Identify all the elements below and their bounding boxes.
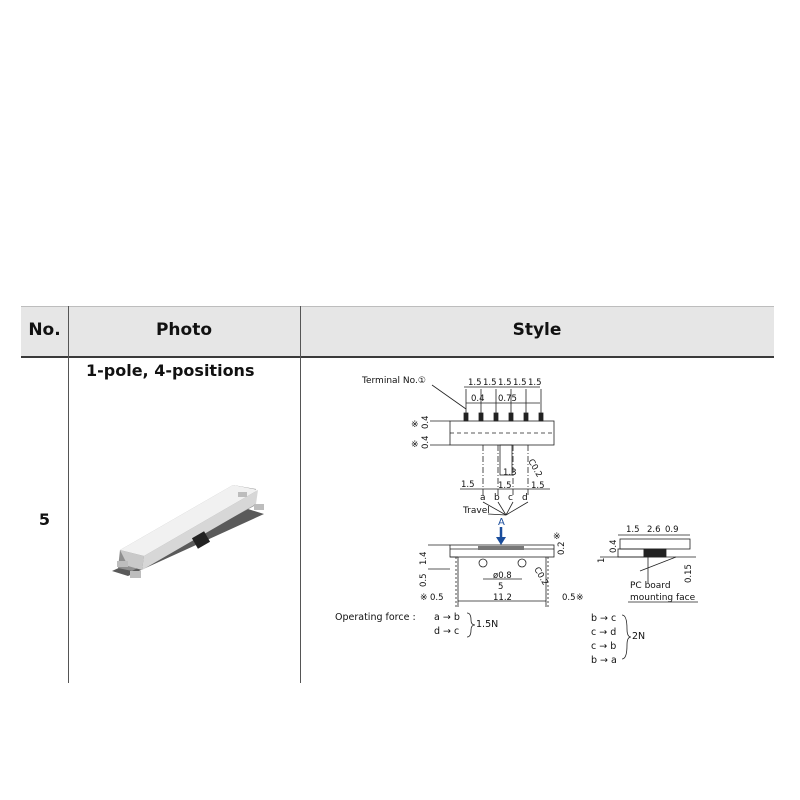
pos-d: d — [522, 493, 528, 503]
dim-1-5-mid: 1.5 — [498, 481, 512, 491]
dim-0-2: 0.2 — [557, 541, 567, 555]
side-view: 1.5 2.6 0.9 0.4 1 0.15 PC board mounting… — [597, 525, 698, 603]
side-dim-1: 1.5 — [626, 525, 640, 535]
note-mark-1: ※ — [411, 420, 419, 430]
dim-11-2: 11.2 — [493, 593, 512, 603]
force-c-d: c → d — [591, 627, 616, 638]
dim-1-5-left: 1.5 — [461, 480, 475, 490]
side-dim-3: 0.9 — [665, 525, 679, 535]
dim-1-4: 1.4 — [419, 551, 429, 565]
force-b-a: b → a — [591, 655, 617, 666]
dim-1-3: 1.3 — [503, 468, 517, 478]
dim-phi-0-8: ø0.8 — [493, 571, 512, 581]
note-mark-5: ※ — [576, 593, 584, 603]
pitch-dim-5: 1.5 — [528, 378, 542, 388]
front-view: A 1.4 0.5 0.2 ※ ø0.8 C0.2 5 11.2 ※ 0.5 0… — [419, 517, 584, 607]
force-label: Operating force : — [335, 612, 416, 623]
dim-0-4-a: 0.4 — [421, 415, 431, 429]
top-view: Terminal No.① 1.5 1.5 1.5 1.5 1.5 0.4 0.… — [361, 376, 555, 516]
note-mark-3: ※ — [553, 532, 561, 542]
column-divider-no — [68, 306, 69, 683]
force-c-b: c → b — [591, 641, 616, 652]
dim-1-5-right: 1.5 — [531, 481, 545, 491]
dim-0-5-left: 0.5 — [430, 593, 444, 603]
force-b-c: b → c — [591, 613, 616, 624]
force-a-b: a → b — [434, 612, 460, 623]
pitch-dim-3: 1.5 — [498, 378, 512, 388]
side-dim-1-vert: 1 — [597, 558, 607, 563]
pitch-dim-4: 1.5 — [513, 378, 527, 388]
force-value-1: 1.5N — [476, 619, 498, 630]
dim-0-75: 0.75 — [498, 394, 517, 404]
force-d-c: d → c — [434, 626, 459, 637]
note-mark-4: ※ — [420, 593, 428, 603]
pos-a: a — [480, 493, 486, 503]
side-dim-0-15: 0.15 — [684, 564, 694, 583]
operating-force: Operating force : a → b d → c 1.5N b → c… — [335, 612, 645, 666]
dim-0-5: 0.5 — [419, 573, 429, 587]
pitch-dim-2: 1.5 — [483, 378, 497, 388]
header-photo: Photo — [155, 320, 213, 340]
force-value-2: 2N — [632, 631, 645, 642]
row-number: 5 — [38, 510, 51, 529]
dim-5: 5 — [498, 582, 503, 592]
pitch-dim-1: 1.5 — [468, 378, 482, 388]
header-style: Style — [512, 320, 562, 340]
dim-0-4-top: 0.4 — [471, 394, 485, 404]
terminal-label: Terminal No.① — [361, 376, 426, 386]
pos-c: c — [508, 493, 513, 503]
dim-0-4-b: 0.4 — [421, 435, 431, 449]
dim-c0-2-b: C0.2 — [531, 566, 549, 588]
table-header-band — [21, 306, 774, 358]
travel-label: Travel — [462, 506, 490, 516]
side-dim-0-4: 0.4 — [609, 539, 619, 553]
side-dim-2: 2.6 — [647, 525, 661, 535]
header-no: No. — [28, 320, 61, 340]
style-drawing: Terminal No.① 1.5 1.5 1.5 1.5 1.5 0.4 0.… — [335, 376, 698, 666]
dim-0-5-right: 0.5 — [562, 593, 576, 603]
pcb-label-2: mounting face — [630, 593, 696, 603]
photo-title: 1-pole, 4-positions — [86, 361, 255, 380]
switch-photo — [112, 485, 264, 578]
arrow-a-label: A — [498, 517, 505, 528]
pcb-label-1: PC board — [630, 581, 671, 591]
column-divider-photo — [300, 306, 301, 683]
note-mark-2: ※ — [411, 440, 419, 450]
pos-b: b — [494, 493, 500, 503]
